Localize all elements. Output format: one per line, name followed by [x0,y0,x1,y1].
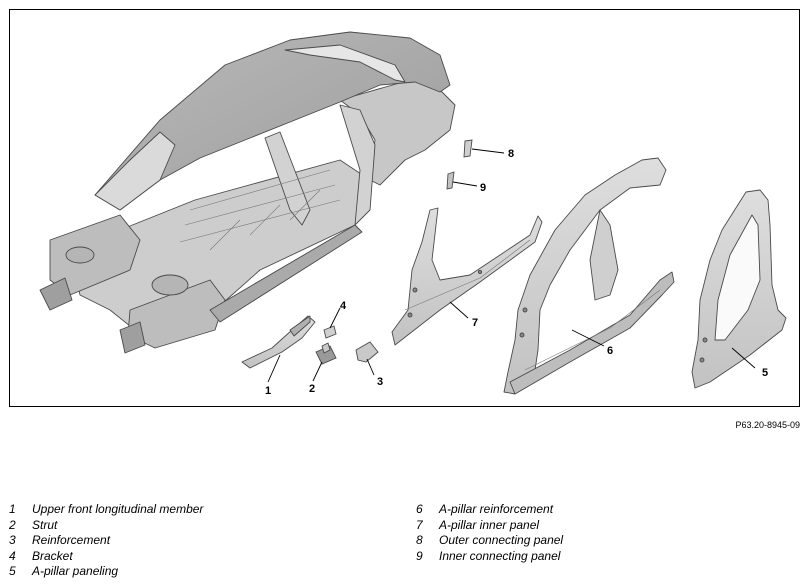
legend-label: A-pillar reinforcement [439,502,554,516]
strut-tower [151,274,189,296]
callout-7: 7 [472,317,478,329]
legend-label: Inner connecting panel [439,548,561,563]
leader-lines [267,148,756,383]
roof-panel [94,31,451,211]
legend-label: Outer connecting panel [439,533,564,547]
front-longitudinal-left [49,214,141,296]
c-pillar [339,104,376,226]
callout-6: 6 [607,345,613,357]
legend-item: 1 Upper front longitudinal member [9,502,203,518]
legend-item: 3 Reinforcement [9,533,203,549]
part-6-a-pillar-reinforcement [503,157,675,395]
legend-number: 2 [9,517,16,532]
legend-item: 2 Strut [9,518,203,534]
callout-9: 9 [480,182,486,194]
callout-8: 8 [508,148,514,160]
part-8-outer-connecting-panel [463,139,473,158]
legend-label: Bracket [32,548,73,563]
front-windshield-frame [94,131,176,211]
legend-number: 6 [416,502,423,516]
legend-item: 9 Inner connecting panel [416,549,563,565]
part-9-inner-connecting-panel [446,171,455,190]
legend-number: 7 [416,517,423,532]
callout-5: 5 [762,367,768,379]
side-sill [209,224,363,323]
legend-item: 7 A-pillar inner panel [416,518,563,534]
legend-item: 4 Bracket [9,549,203,565]
part-1-upper-front-longitudinal-member [241,315,316,369]
part-3-reinforcement [355,341,379,363]
legend-number: 8 [416,533,423,547]
callout-3: 3 [377,376,383,388]
callout-2: 2 [309,383,315,395]
exploded-view-figure: 1 2 3 4 5 6 7 8 9 [9,9,800,407]
part-7-a-pillar-inner-panel [391,207,543,346]
roof-ridge [284,44,406,83]
legend-item: 6 A-pillar reinforcement [416,502,563,518]
legend-label: Upper front longitudinal member [32,502,204,516]
callout-4: 4 [340,300,347,312]
legend-item: 8 Outer connecting panel [416,533,563,549]
figure-code: P63.20-8945-09 [735,420,800,430]
legend-label: Reinforcement [32,533,111,547]
legend-number: 4 [9,548,16,563]
legend-item: 5 A-pillar paneling [9,564,203,580]
legend-label: A-pillar paneling [32,564,119,578]
part-5-a-pillar-paneling [691,189,787,389]
legend-number: 3 [9,533,16,547]
callout-1: 1 [265,385,271,397]
legend-column-right: 6 A-pillar reinforcement 7 A-pillar inner … [416,502,563,564]
legend-number: 5 [9,564,16,578]
car-body-shell [39,31,456,354]
legend-number: 1 [9,502,16,516]
part-2-strut [315,342,337,365]
legend-number: 9 [416,548,423,563]
legend-label: Strut [32,517,58,532]
legend-label: A-pillar inner panel [439,517,540,532]
body-shell-illustration: 1 2 3 4 5 6 7 8 9 [39,31,787,397]
